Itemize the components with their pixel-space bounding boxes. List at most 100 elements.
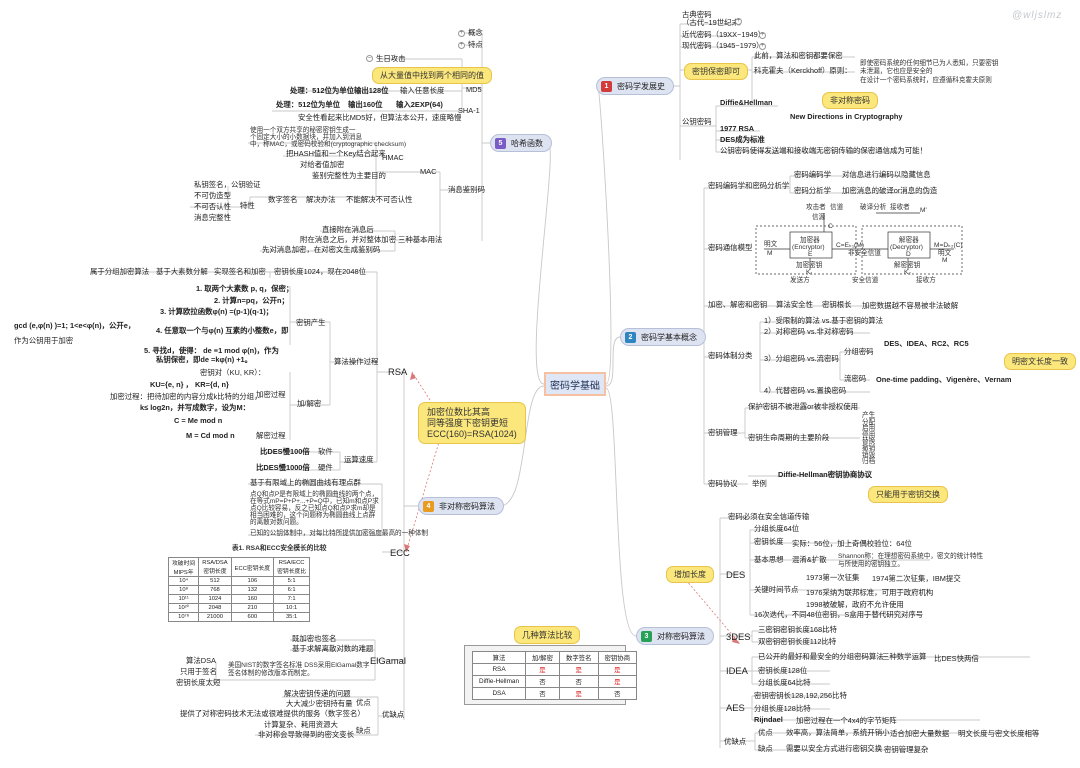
table-cell: 加/解密	[525, 651, 560, 664]
asym-ecc-table-title: 表1. RSA和ECC安全模长的比较	[232, 545, 327, 552]
asym-ecc-6: 的离散对数问题。	[250, 519, 303, 526]
model-dec: 解密器	[899, 237, 919, 244]
table-cell: 否	[525, 675, 560, 688]
asym-rsa-keylen: 密钥长度1024，现在2048位	[274, 267, 367, 276]
history-des-std: DES成为标准	[720, 135, 765, 144]
asym-rsa-encdec: 加/解密	[297, 399, 322, 408]
table-cell: 数字签名	[558, 651, 599, 664]
branch-label: 对称密码算法	[657, 631, 705, 641]
table-cell: 7:1	[273, 594, 311, 604]
branch-badge: 4	[423, 500, 434, 512]
sym-pros: 优点	[758, 728, 773, 737]
asym-pros: 优点	[356, 698, 371, 707]
sym-3des-1: 三密钥密钥长度168比特	[758, 625, 837, 634]
asym-rsa-sign: 实现签名和加密	[214, 267, 266, 276]
sym-des-shannon-2: 与所使用的密钥独立。	[838, 561, 904, 568]
model-m-plain: 明文	[764, 241, 778, 248]
asym-rsa-speed: 运算速度	[344, 455, 374, 464]
asym-rsa-k: k≤ log2n，并写成数字，设为M：	[140, 403, 250, 412]
branch-label: 非对称密码算法	[439, 501, 495, 511]
collapse-icon[interactable]: –	[366, 55, 373, 62]
hash-md5-1: 处理：512位为单位	[290, 86, 355, 95]
model-c: C	[828, 223, 833, 230]
asym-ecc-2: 点Q和点P是有限域上的椭圆曲线的两个点，	[250, 491, 379, 498]
hash-feature: 特点	[468, 40, 483, 49]
model-safe-channel: 安全信道	[852, 277, 879, 284]
expand-icon[interactable]: +	[759, 32, 766, 39]
model-sender: 信源	[812, 214, 826, 221]
center-topic[interactable]: 密码学基础	[544, 372, 606, 396]
concept-sys-block: 分组密码	[844, 347, 874, 356]
table-cell: 否	[525, 687, 560, 700]
sym-idea-3: 分组长度64比特	[758, 678, 811, 687]
expand-icon[interactable]: +	[458, 30, 465, 37]
model-insecure: 非安全信道	[848, 250, 881, 257]
history-kerckhoff-1: 即使密码系统的任何细节已为人悉知，只要密钥	[860, 60, 999, 67]
expand-icon[interactable]: +	[759, 43, 766, 50]
note-key-exchange: 只能用于密钥交换	[868, 486, 948, 503]
concept-sys-stream-ex: One-time padding、Vigenère、Vernam	[876, 375, 1012, 384]
table-cell: 21000	[198, 612, 232, 622]
table-cell: 768	[198, 585, 232, 595]
history-kerckhoff-2: 未泄漏，它也应是安全的	[860, 68, 933, 75]
sym-des-idea: 基本思想	[754, 555, 784, 564]
table-cell: 10⁷⁸	[167, 612, 200, 622]
expand-icon[interactable]: +	[458, 42, 465, 49]
asym-rsa-s3: 3. 计算欧拉函数φ(n) =(p-1)(q-1)；	[160, 307, 274, 316]
hash-mac-desc1: 使用一个双方共享的秘密密钥生成一	[250, 127, 356, 134]
asym-elg-2: 基于求解离散对数的难题	[292, 644, 374, 653]
asym-rsa-sw: 比DES慢100倍	[260, 447, 310, 456]
asym-cons-2: 非对称会导致得到的密文变长	[258, 730, 355, 739]
branch-badge: 1	[601, 80, 612, 92]
note-same-length: 明密文长度一致	[1004, 353, 1076, 370]
sym-idea-1: 已公开的最好和最安全的分组密码算法	[758, 652, 884, 661]
table-row: RSA 是 是 是	[471, 663, 638, 676]
asym-rsa-pair: 密钥对（KU, KR）：	[200, 368, 266, 377]
compare-table: 算法 加/解密 数字签名 密钥协商 RSA 是 是 是 Diffie-Hellm…	[471, 651, 638, 700]
sym-des-16: 16次迭代，不同48位密钥，S盒用于替代研究对序号	[754, 610, 924, 619]
table-cell: 攻破时间 MIPS年	[167, 557, 200, 577]
model-enc-f: (Encryptor)	[792, 244, 825, 251]
history-alg-confidential: 此前，算法和密钥都要保密	[754, 51, 843, 60]
branch-label: 密码学发展史	[617, 81, 665, 91]
asym-cons-1: 计算复杂、耗用资源大	[264, 720, 338, 729]
table-cell: 否	[558, 675, 599, 688]
note-ecc: 加密位数比其高 同等强度下密钥更短 ECC(160)=RSA(1024)	[418, 402, 526, 445]
model-source: 发送方	[790, 277, 810, 284]
branch-badge: 3	[641, 630, 652, 642]
hash-sha-1: 处理：512位为单位	[276, 100, 341, 109]
asym-dsa-desc2: 签名体制的修改版本而制定。	[228, 670, 314, 677]
branch-asymmetric[interactable]: 4 非对称密码算法	[418, 497, 504, 515]
branch-symmetric[interactable]: 3 对称密码算法	[636, 627, 714, 645]
sym-idea: IDEA	[726, 665, 748, 676]
note-key-secret: 密钥保密即可	[684, 63, 748, 80]
expand-icon[interactable]: +	[735, 18, 742, 25]
note-grow-length: 增加长度	[666, 566, 714, 583]
concept-model: 密码通信模型	[708, 243, 753, 252]
sym-des-time: 关键时间节点	[754, 585, 799, 594]
table-cell: 35:1	[273, 612, 311, 622]
branch-history[interactable]: 1 密码学发展史	[596, 77, 674, 95]
sym-pros-1: 效率高，算法简单，系统开销小	[786, 728, 890, 737]
asym-ecc-1: 基于有限域上的椭圆曲线有理点群	[250, 478, 361, 487]
concept-sys-2: 2）对称密码 vs.非对称密码	[764, 327, 854, 336]
concept-protocol-ex: 举例	[752, 479, 767, 488]
asym-elgamal: ElGamal	[370, 655, 406, 666]
concept-coding-2: 密码分析学	[794, 186, 831, 195]
hash-sha-3: 输入2EXP(64)	[396, 100, 443, 109]
table-cell: 10²⁰	[167, 603, 200, 613]
table-cell: 是	[597, 675, 638, 688]
sym-3des: 3DES	[726, 631, 751, 642]
concept-coding-1: 密码编码学	[794, 170, 831, 179]
hash-birthday: 生日攻击	[376, 54, 406, 63]
hash-digsig-res: 不能解决不可否认性	[346, 195, 413, 204]
hash-mac: MAC	[420, 167, 437, 176]
model-dest: 接收方	[916, 277, 936, 284]
sym-aes-rijn-desc: 加密过程在一个4x4的字节矩阵	[796, 716, 897, 725]
hash-sha-4: 安全性看起来比MD5好，但算法本公开，速度略慢	[298, 113, 462, 122]
concept-protocol-dh: Diffie-Hellman密钥协商协议	[778, 470, 873, 479]
